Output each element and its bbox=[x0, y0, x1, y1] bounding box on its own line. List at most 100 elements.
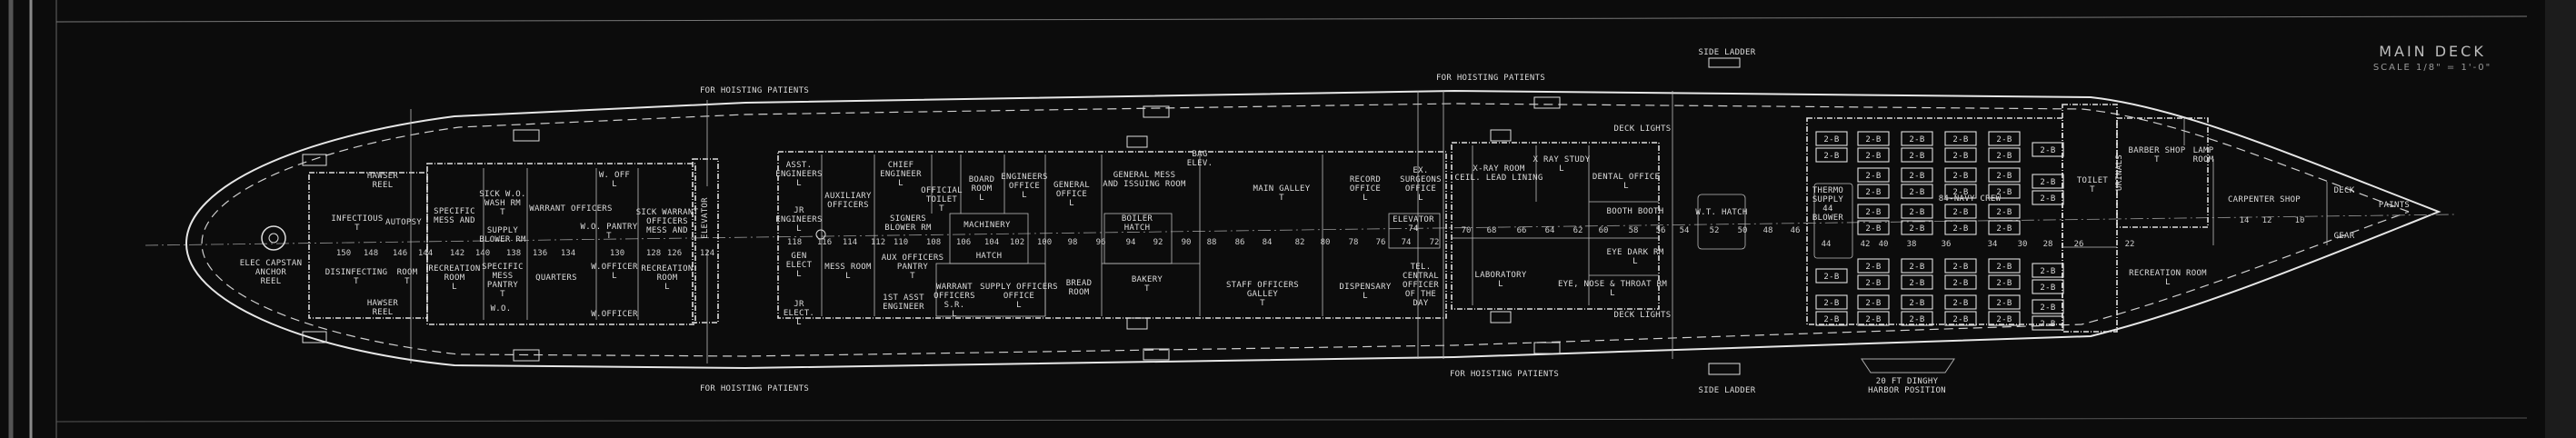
bunk-label: 2-B bbox=[1996, 315, 2012, 324]
bunk: 2-B bbox=[1944, 167, 1977, 183]
frame-number: 74 bbox=[1402, 238, 1412, 247]
room-label-line: W. OFF bbox=[599, 171, 630, 180]
bunk: 2-B bbox=[2032, 315, 2064, 331]
bunk-outline bbox=[1944, 274, 1977, 290]
room-label: W.T. HATCH bbox=[1695, 208, 1747, 217]
frame-number: 70 bbox=[1462, 226, 1472, 235]
room-label-line: W.O. bbox=[491, 304, 512, 314]
bunk: 2-B bbox=[1857, 294, 1890, 310]
room-label-line: INFECTIOUS bbox=[331, 214, 383, 224]
room-label-line: RECREATION bbox=[428, 264, 480, 274]
bunk-outline bbox=[1944, 184, 1977, 199]
room-label-line: OFFICIAL bbox=[921, 186, 963, 195]
frame-number: 54 bbox=[1680, 226, 1690, 235]
room-label-line: TEL. bbox=[1411, 263, 1432, 272]
bitts-icon bbox=[513, 129, 540, 142]
room-label-line: ELEVATOR bbox=[1393, 215, 1434, 224]
bunk-outline bbox=[1944, 220, 1977, 235]
bunk-label: 2-B bbox=[1996, 135, 2012, 144]
bunk-label: 2-B bbox=[1952, 188, 1968, 197]
room-label-line: BLOWER bbox=[1812, 214, 1844, 223]
bunk: 2-B bbox=[1988, 220, 2021, 235]
bunk-outline bbox=[1901, 147, 1933, 163]
bunk-outline bbox=[1901, 258, 1933, 274]
bunk-outline bbox=[1944, 204, 1977, 219]
bunk-outline bbox=[1988, 184, 2021, 199]
room-label-line: BLOWER RM bbox=[884, 224, 932, 233]
room-label-line: L bbox=[1363, 194, 1368, 203]
bunk-outline bbox=[1988, 204, 2021, 219]
room-label-line: ROOM bbox=[972, 184, 993, 194]
ladder-icon bbox=[1708, 363, 1741, 375]
room-label-line: 84-NAVY CREW bbox=[1939, 194, 2002, 204]
frame-number: 76 bbox=[1376, 238, 1386, 247]
bitts-icon bbox=[1143, 105, 1170, 118]
room-label-line: BOOTH BOOTH bbox=[1607, 207, 1664, 216]
room-label-line: T bbox=[1279, 194, 1284, 203]
hoisting-label-top-fwd: FOR HOISTING PATIENTS bbox=[1436, 74, 1545, 83]
room-label-line: DECK LIGHTS bbox=[1614, 311, 1672, 320]
room-label-line: ENGINEERS bbox=[775, 215, 822, 224]
room-label-line: ROOM bbox=[1069, 288, 1090, 297]
bunk-label: 2-B bbox=[2040, 194, 2055, 204]
bunk: 2-B bbox=[1815, 311, 1848, 326]
bunk-label: 2-B bbox=[1909, 224, 1924, 234]
bunk-outline bbox=[2032, 315, 2064, 331]
room-label-line: MESS AND bbox=[646, 226, 688, 235]
bunk-label: 2-B bbox=[1996, 299, 2012, 308]
room-label-line: BAKERY bbox=[1132, 275, 1163, 284]
room-label-line: CEIL. LEAD LINING bbox=[1454, 174, 1543, 183]
room-label-line: PANTRY bbox=[897, 263, 929, 272]
frame-number: 138 bbox=[506, 249, 521, 258]
frame-number: 62 bbox=[1573, 226, 1583, 235]
bunk-outline bbox=[1815, 268, 1848, 284]
room-label-line: EYE, NOSE & THROAT RM bbox=[1558, 280, 1667, 289]
frame-number: 88 bbox=[1207, 238, 1217, 247]
frame-number: 128 bbox=[646, 249, 661, 258]
room-label-line: THERMO bbox=[1812, 186, 1843, 195]
frame-number: 100 bbox=[1037, 238, 1052, 247]
bunk: 2-B bbox=[1944, 274, 1977, 290]
hull-outline bbox=[145, 89, 2455, 370]
frame-number: 112 bbox=[871, 238, 885, 247]
bunk-outline bbox=[2032, 190, 2064, 205]
ladder-icon bbox=[1126, 135, 1148, 148]
room-label-line: BLOWER RM bbox=[479, 235, 526, 244]
bunk: 2-B bbox=[1901, 131, 1933, 146]
frame-number: 60 bbox=[1599, 226, 1609, 235]
bunk: 2-B bbox=[2032, 299, 2064, 314]
bunk-label: 2-B bbox=[1952, 279, 1968, 288]
room-label-line: ENGINEER bbox=[883, 303, 924, 312]
room-label-line: ROOM bbox=[2193, 155, 2214, 164]
bunk-label: 2-B bbox=[1952, 224, 1968, 234]
room-label-line: ELECT. bbox=[784, 309, 814, 318]
room-label-line: GENERAL MESS bbox=[1113, 171, 1176, 180]
frame-number: 84 bbox=[1263, 238, 1273, 247]
bunk-label: 2-B bbox=[2040, 284, 2055, 293]
room-label-line: OFFICE bbox=[1009, 182, 1040, 191]
frame-number: 82 bbox=[1295, 238, 1305, 247]
room-label-line: LABORATORY bbox=[1474, 271, 1526, 280]
frame-number: 118 bbox=[787, 238, 802, 247]
room-label-line: PAINTS bbox=[2379, 201, 2410, 210]
room-label-line: L bbox=[1632, 257, 1638, 266]
frame-number: 46 bbox=[1791, 226, 1801, 235]
bitts-icon bbox=[513, 349, 540, 362]
room-label-line: GEAR bbox=[2334, 232, 2355, 241]
bunk: 2-B bbox=[1901, 220, 1933, 235]
bunk: 2-B bbox=[1988, 147, 2021, 163]
bunk: 2-B bbox=[1988, 258, 2021, 274]
bunk: 2-B bbox=[1857, 274, 1890, 290]
